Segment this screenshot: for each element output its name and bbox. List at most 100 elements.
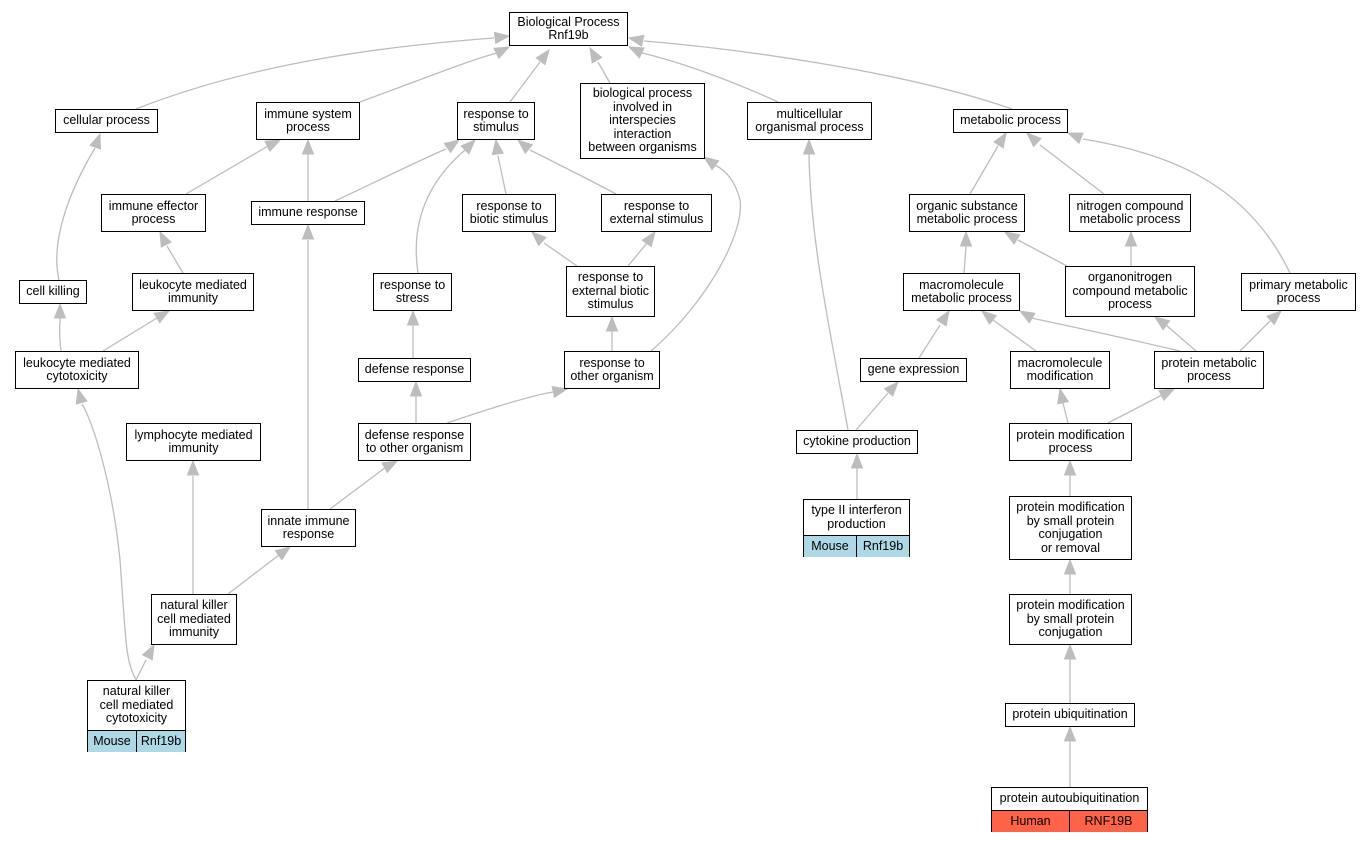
node-protein-modification-small-protein-conjugation-or-removal: protein modification by small protein co… (1009, 496, 1132, 560)
leaf-label: protein autoubiquitination (999, 791, 1140, 806)
edge-line (641, 52, 779, 103)
node-primary-metabolic-process: primary metabolic process (1241, 273, 1356, 311)
edge-line (415, 149, 466, 274)
node-organonitrogen-compound-metabolic: organonitrogen compound metabolic proces… (1065, 266, 1195, 317)
node-response-to-external-stimulus: response to external stimulus (601, 194, 712, 232)
edge-arrowhead (186, 459, 200, 476)
edge-arrowhead (1266, 310, 1283, 326)
node-response-to-biotic-stimulus: response to biotic stimulus (462, 194, 556, 232)
edge-arrowhead (883, 380, 899, 397)
node-immune-system-process: immune system process (256, 102, 360, 140)
edge-line (166, 245, 184, 274)
node-defense-response-to-other-organism: defense response to other organism (358, 423, 471, 461)
edge-arrowhead (551, 385, 569, 399)
edge-arrowhead (627, 34, 645, 47)
edge-line (855, 392, 889, 431)
edge-arrowhead (1063, 558, 1077, 575)
edge-layer (53, 31, 1291, 787)
node-response-to-stress: response to stress (373, 273, 452, 311)
edge-line (543, 242, 578, 267)
node-cellular-process: cellular process (55, 109, 158, 133)
leaf-label: natural killer cell mediated cytotoxicit… (99, 684, 174, 726)
node-protein-metabolic-process: protein metabolic process (1154, 351, 1264, 389)
edge-arrowhead (959, 230, 973, 247)
edge-arrowhead (443, 139, 461, 154)
edge-arrowhead (264, 139, 282, 153)
edge-arrowhead (530, 231, 547, 247)
edge-arrowhead (406, 309, 420, 326)
edge-line (992, 319, 1037, 352)
edge-arrowhead (1066, 132, 1084, 145)
species-tag: Mouse (88, 731, 136, 752)
edge-arrowhead (850, 452, 864, 469)
edge-arrowhead (1158, 388, 1176, 402)
edge-line (1239, 320, 1271, 352)
leaf-natural-killer-cell-mediated-cytotoxicity: natural killer cell mediated cytotoxicit… (87, 680, 186, 752)
edge-arrowhead (641, 230, 656, 248)
node-gene-expression: gene expression (860, 358, 967, 382)
gene-tag: Rnf19b (136, 731, 185, 752)
edge-arrowhead (589, 46, 603, 64)
species-tag: Mouse (804, 536, 856, 557)
edge-line (227, 554, 280, 595)
edge-arrowhead (491, 138, 504, 156)
node-nitrogen-compound-metabolic: nitrogen compound metabolic process (1069, 194, 1191, 232)
node-response-to-external-biotic: response to external biotic stimulus (566, 266, 655, 317)
node-natural-killer-cell-mediated-immunity: natural killer cell mediated immunity (151, 594, 237, 645)
edge-line (446, 391, 554, 424)
edge-arrowhead (274, 546, 292, 561)
node-leukocyte-mediated-immunity: leukocyte mediated immunity (132, 273, 254, 311)
edge-arrowhead (493, 31, 511, 45)
edge-arrowhead (1018, 310, 1036, 324)
edge-line (135, 659, 147, 681)
edge-arrowhead (53, 302, 67, 319)
edge-arrowhead (980, 310, 998, 325)
edge-arrowhead (1124, 230, 1138, 247)
edge-arrowhead (301, 138, 315, 155)
edge-arrowhead (1025, 132, 1042, 148)
node-protein-modification-process: protein modification process (1009, 423, 1132, 461)
edge-arrowhead (605, 315, 619, 332)
gene-tag: RNF19B (1069, 811, 1147, 832)
node-organic-substance-metabolic: organic substance metabolic process (909, 194, 1025, 232)
edge-line (1107, 394, 1163, 424)
node-macromolecule-modification: macromolecule modification (1010, 351, 1110, 389)
edge-arrowhead (1056, 387, 1070, 405)
node-leukocyte-mediated-cytotoxicity: leukocyte mediated cytotoxicity (15, 351, 139, 389)
leaf-label: type II interferon production (811, 503, 902, 531)
node-cell-killing: cell killing (19, 280, 87, 304)
edge-arrowhead (460, 139, 476, 155)
edge-arrowhead (1063, 459, 1077, 476)
edge-line (597, 61, 611, 84)
node-cytokine-production: cytokine production (796, 430, 918, 454)
edge-arrowhead (702, 156, 720, 171)
edge-line (359, 52, 498, 103)
gene-tag: Rnf19b (856, 536, 909, 557)
edge-line (185, 145, 269, 195)
edge-line (1031, 317, 1181, 352)
edge-arrowhead (75, 387, 88, 405)
edge-arrowhead (993, 131, 1007, 149)
leaf-type-ii-interferon-production: type II interferon production Mouse Rnf1… (803, 499, 910, 557)
edge-line (334, 148, 447, 202)
edge-line (509, 61, 541, 103)
edge-arrowhead (1063, 725, 1077, 742)
edge-line (329, 466, 387, 510)
edge-line (969, 145, 999, 195)
node-protein-ubiquitination: protein ubiquitination (1005, 703, 1135, 727)
species-tag: Human (992, 811, 1069, 832)
edge-line (102, 317, 158, 352)
node-protein-modification-small-protein-conjugation: protein modification by small protein co… (1009, 594, 1132, 645)
node-immune-effector-process: immune effector process (101, 194, 206, 232)
edge-arrowhead (409, 380, 423, 397)
node-defense-response: defense response (358, 358, 471, 382)
edge-line (529, 149, 617, 195)
edge-line (1062, 402, 1069, 424)
edge-line (58, 317, 62, 352)
edge-arrowhead (159, 230, 173, 248)
edge-arrowhead (301, 223, 315, 240)
edge-line (627, 242, 648, 267)
node-multicellular-organismal-process: multicellular organismal process (747, 102, 872, 140)
edge-line (808, 152, 849, 431)
node-innate-immune-response: innate immune response (261, 509, 356, 547)
